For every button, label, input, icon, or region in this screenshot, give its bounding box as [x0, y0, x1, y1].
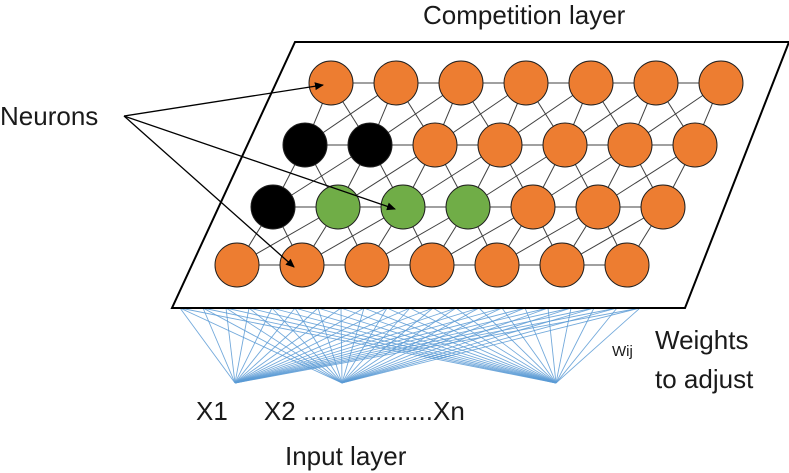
weight-line [341, 307, 480, 384]
neuron-orange [539, 242, 585, 288]
weight-line [234, 307, 434, 384]
weight-line [234, 307, 365, 384]
neuron-orange [503, 60, 549, 106]
weight-line [363, 307, 557, 384]
weight-line [524, 307, 557, 384]
weight-line [341, 307, 503, 384]
weight-line [341, 307, 411, 384]
neuron-black [347, 122, 393, 168]
neuron-orange [542, 122, 588, 168]
neuron-orange [373, 60, 419, 106]
neuron-green [380, 184, 426, 230]
weight-line [341, 307, 365, 384]
weight-line [271, 307, 557, 384]
weight-line [234, 307, 388, 384]
competition-layer-plane [170, 41, 789, 309]
weight-line [341, 307, 572, 384]
weight-line [234, 307, 296, 384]
weight-line [341, 307, 434, 384]
weight-line [341, 307, 457, 384]
weight-connections [179, 307, 641, 384]
weight-line [225, 307, 557, 384]
neuron-orange [607, 122, 653, 168]
weight-line [501, 307, 557, 384]
weight-line [271, 307, 343, 384]
weight-line [341, 307, 641, 384]
neuron-orange [474, 242, 520, 288]
neuron-orange [604, 242, 650, 288]
weights-label-line1: Weights [655, 325, 748, 355]
neuron-orange [412, 122, 458, 168]
neuron-orange [308, 60, 354, 106]
weight-line [294, 307, 343, 384]
neurons-label: Neurons [0, 101, 98, 131]
neuron-orange [214, 242, 260, 288]
weight-line [179, 307, 557, 384]
weight-line [409, 307, 557, 384]
weight-line [555, 307, 595, 384]
input-nodes-label: X1 X2 ..................Xn [196, 396, 465, 426]
weight-line [317, 307, 557, 384]
weight-line [248, 307, 343, 384]
weight-line [432, 307, 557, 384]
weight-line [555, 307, 618, 384]
weight-line [341, 307, 388, 384]
neuron-arrow [123, 82, 324, 117]
weight-line [555, 307, 572, 384]
weight-line [202, 307, 557, 384]
neuron-orange [698, 60, 744, 106]
weight-line [202, 307, 236, 384]
weight-line [340, 307, 343, 384]
weight-line [234, 307, 411, 384]
competition-layer-label: Competition layer [423, 0, 626, 30]
neuron-black [282, 122, 328, 168]
weight-line [340, 307, 557, 384]
neuron-orange [672, 122, 718, 168]
weight-line [341, 307, 595, 384]
neuron-pointer-arrows [123, 82, 396, 268]
weight-line [478, 307, 557, 384]
weight-line [317, 307, 343, 384]
neuron-black [250, 184, 296, 230]
weight-line [234, 307, 342, 384]
weight-line [202, 307, 343, 384]
weight-line [234, 307, 319, 384]
neuron-orange [510, 184, 556, 230]
weight-line [248, 307, 557, 384]
neuron-orange [344, 242, 390, 288]
weight-line [234, 307, 250, 384]
neuron-grid [214, 60, 744, 288]
weight-line [555, 307, 641, 384]
weight-line [225, 307, 343, 384]
weight-line [341, 307, 618, 384]
weight-line [234, 307, 480, 384]
weight-line [341, 307, 549, 384]
neuron-arrow [123, 115, 396, 211]
weight-line [547, 307, 557, 384]
weight-line [234, 307, 457, 384]
weight-line [225, 307, 236, 384]
weight-line [386, 307, 557, 384]
weight-line [455, 307, 557, 384]
weight-line [234, 307, 273, 384]
weight-symbol-label: Wij [612, 343, 633, 360]
neuron-orange [409, 242, 455, 288]
neuron-orange [633, 60, 679, 106]
neuron-green [445, 184, 491, 230]
neuron-orange [575, 184, 621, 230]
neuron-orange [568, 60, 614, 106]
neuron-green [315, 184, 361, 230]
weight-line [179, 307, 343, 384]
neuron-arrow [123, 115, 295, 268]
weight-line [341, 307, 526, 384]
neuron-orange [477, 122, 523, 168]
neuron-orange [438, 60, 484, 106]
weight-line [179, 307, 236, 384]
input-layer-label: Input layer [285, 441, 407, 471]
neuron-orange [640, 184, 686, 230]
weight-line [294, 307, 557, 384]
neuron-orange [279, 242, 325, 288]
weights-label-line2: to adjust [655, 364, 754, 394]
